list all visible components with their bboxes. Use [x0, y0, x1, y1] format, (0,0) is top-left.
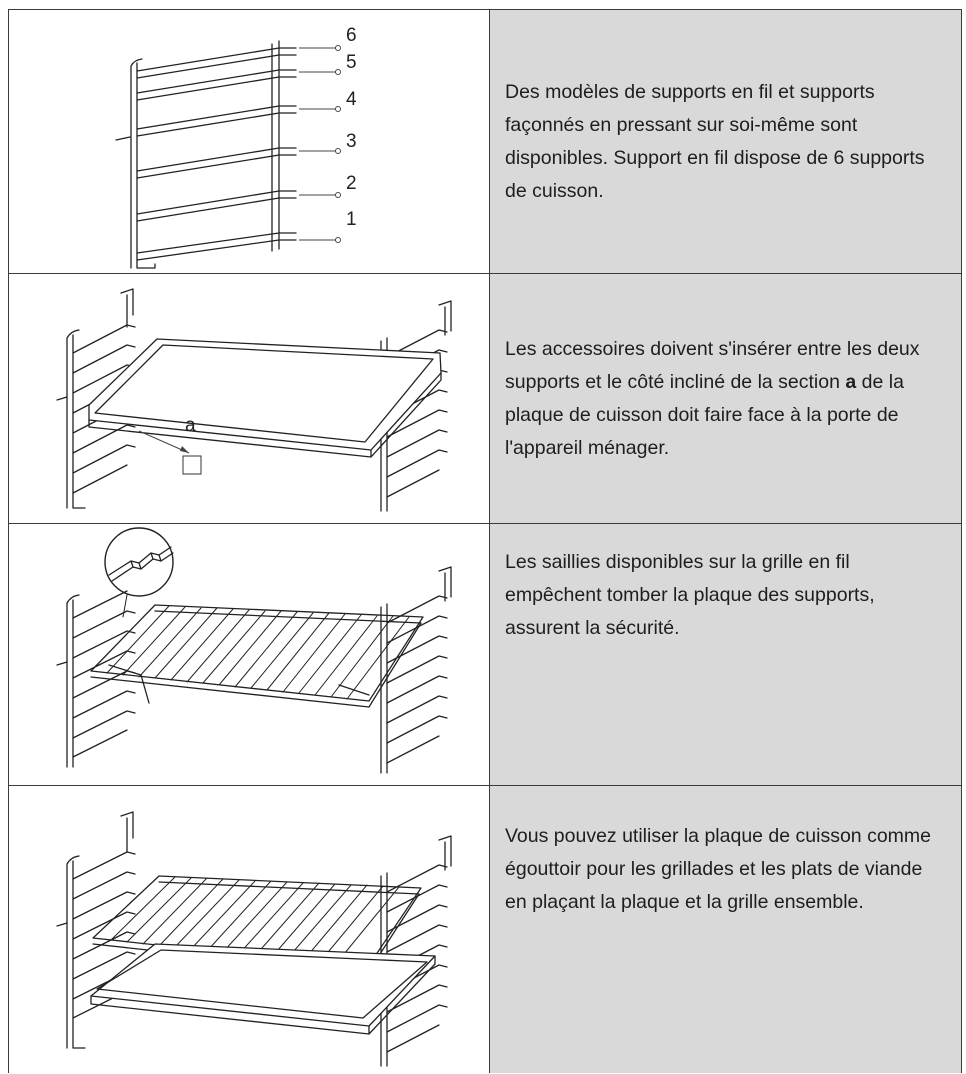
wire-grill-figure [56, 526, 452, 774]
figure-cell [8, 523, 490, 786]
figure-cell: 6 5 4 3 2 1 [8, 9, 490, 274]
wire-rack-side-support-figure: 6 5 4 3 2 1 [115, 25, 357, 269]
tray-and-grill-figure [56, 811, 452, 1067]
section-a-bold: a [845, 370, 857, 393]
instruction-table: 6 5 4 3 2 1 Des modèles de supports en f… [8, 9, 962, 1073]
figure-cell: a [8, 273, 490, 524]
instruction-text: Les saillies disponibles sur la grille e… [505, 551, 875, 639]
level-label-4: 4 [346, 89, 357, 110]
instruction-text-part: Les accessoires doivent s'insérer entre … [505, 337, 920, 393]
table-row: 6 5 4 3 2 1 Des modèles de supports en f… [8, 9, 962, 274]
section-label-a: a [185, 415, 196, 436]
baking-tray-figure: a [56, 287, 452, 512]
level-label-5: 5 [346, 52, 357, 73]
figure-cell [8, 785, 490, 1073]
table-row: Vous pouvez utiliser la plaque de cuisso… [8, 785, 962, 1073]
level-label-2: 2 [346, 173, 357, 194]
instruction-text: Vous pouvez utiliser la plaque de cuisso… [505, 825, 931, 913]
level-label-1: 1 [346, 209, 357, 230]
table-row: Les saillies disponibles sur la grille e… [8, 523, 962, 786]
instruction-text-cell: Les accessoires doivent s'insérer entre … [489, 273, 962, 524]
level-label-6: 6 [346, 25, 357, 46]
table-row: a Les accessoires doivent s'insérer entr… [8, 273, 962, 524]
instruction-text-part: de la plaque de cuisson doit faire face … [505, 370, 904, 459]
instruction-text-cell: Vous pouvez utiliser la plaque de cuisso… [489, 785, 962, 1073]
level-label-3: 3 [346, 131, 357, 152]
instruction-text-cell: Des modèles de supports en fil et suppor… [489, 9, 962, 274]
instruction-text-cell: Les saillies disponibles sur la grille e… [489, 523, 962, 786]
instruction-text: Des modèles de supports en fil et suppor… [505, 80, 925, 202]
